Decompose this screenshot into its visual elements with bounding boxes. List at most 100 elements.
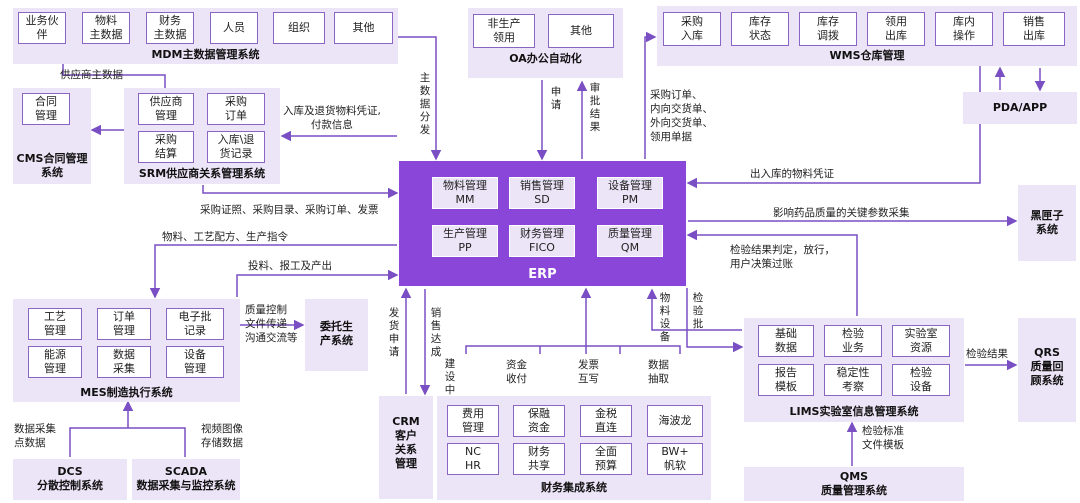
mdm-to-erp-line bbox=[398, 36, 442, 161]
weituo-title: 委托生 产系统 bbox=[320, 320, 353, 347]
blackbox-params-label: 影响药品质量的关键参数采集 bbox=[773, 207, 910, 219]
mes-item[interactable]: 数据 采集 bbox=[97, 346, 151, 378]
mdm-item[interactable]: 其他 bbox=[334, 12, 393, 44]
crm-system bbox=[379, 396, 433, 499]
erp-module-mm[interactable]: 物料管理 MM bbox=[432, 177, 498, 209]
approve-result-label: 审批结果 bbox=[589, 82, 601, 133]
mdm-system bbox=[13, 8, 398, 64]
srm-item[interactable]: 供应商 管理 bbox=[138, 93, 194, 125]
crm-title: CRM 客户 关系 管理 bbox=[392, 415, 420, 470]
quality-ctrl-label: 质量控制 文件传递 沟通交流等 bbox=[245, 304, 298, 344]
erp-module-sd[interactable]: 销售管理 SD bbox=[509, 177, 575, 209]
srm-to-erp-line bbox=[202, 185, 399, 199]
erp-title: ERP bbox=[528, 267, 557, 282]
mes-item[interactable]: 设备 管理 bbox=[166, 346, 224, 378]
finance-item[interactable]: 金税 直连 bbox=[580, 405, 632, 437]
erp-module-pp[interactable]: 生产管理 PP bbox=[432, 225, 498, 257]
finance-item[interactable]: 保融 资金 bbox=[513, 405, 565, 437]
wms-item[interactable]: 库存 状态 bbox=[731, 12, 789, 46]
finance-title: 财务集成系统 bbox=[541, 481, 607, 494]
mdm-item[interactable]: 人员 bbox=[210, 12, 258, 44]
pda-title: PDA/APP bbox=[992, 101, 1048, 114]
finance-item[interactable]: 全面 预算 bbox=[580, 443, 632, 475]
mes-item[interactable]: 订单 管理 bbox=[97, 308, 151, 340]
oa-item[interactable]: 其他 bbox=[548, 14, 614, 48]
mes-item[interactable]: 能源 管理 bbox=[28, 346, 82, 378]
wms-item[interactable]: 采购 入库 bbox=[663, 12, 721, 46]
srm-item[interactable]: 入库\退 货记录 bbox=[207, 131, 265, 163]
srm-item[interactable]: 采购 结算 bbox=[138, 131, 194, 163]
lims-to-erp-material-line bbox=[646, 288, 742, 331]
scada-system bbox=[132, 459, 240, 500]
lims-item[interactable]: 报告 模板 bbox=[758, 364, 814, 396]
oa-title: OA办公自动化 bbox=[509, 52, 582, 65]
finance-item[interactable]: NC HR bbox=[447, 443, 499, 475]
lims-item[interactable]: 稳定性 考察 bbox=[824, 364, 882, 396]
scada-title: SCADA 数据采集与监控系统 bbox=[136, 465, 236, 492]
lims-item[interactable]: 检验 设备 bbox=[892, 364, 950, 396]
erp-module-qm[interactable]: 质量管理 QM bbox=[597, 225, 663, 257]
scada-data-label: 视频图像 存储数据 bbox=[201, 423, 243, 449]
mdm-item[interactable]: 业务伙 伴 bbox=[18, 12, 66, 44]
erp-to-mes-line bbox=[149, 244, 397, 299]
dcs-data-label: 数据采集 点数据 bbox=[14, 423, 56, 449]
crm-sales-label: 销售达成 bbox=[430, 307, 442, 358]
lims-to-erp-line bbox=[686, 229, 858, 316]
wms-orders-label: 采购订单、 内向交货单、 外向交货单、 领用单据 bbox=[650, 89, 713, 143]
dcs-system bbox=[13, 459, 127, 500]
inspect-batch-label: 检验批 bbox=[692, 292, 704, 330]
crm-ship-label: 发货申请 bbox=[388, 307, 400, 358]
data-extract-label: 数据 抽取 bbox=[648, 359, 669, 385]
mes-title: MES制造执行系统 bbox=[80, 386, 173, 399]
erp-module-pm[interactable]: 设备管理 PM bbox=[597, 177, 663, 209]
wms-item[interactable]: 领用 出库 bbox=[867, 12, 925, 46]
mes-material-label: 物料、工艺配方、生产指令 bbox=[162, 231, 288, 243]
lims-item[interactable]: 实验室 资源 bbox=[892, 325, 950, 357]
mdm-title: MDM主数据管理系统 bbox=[151, 48, 260, 61]
erp-to-lims-line bbox=[686, 288, 744, 353]
qms-title: QMS 质量管理系统 bbox=[821, 470, 887, 497]
invoice-label: 发票 互写 bbox=[578, 359, 599, 385]
master-dist-label: 主数据分发 bbox=[419, 72, 431, 136]
wms-item[interactable]: 库存 调拨 bbox=[799, 12, 857, 46]
qrs-system bbox=[1018, 318, 1076, 422]
srm-item[interactable]: 采购 订单 bbox=[207, 93, 265, 125]
mes-item[interactable]: 电子批 记录 bbox=[166, 308, 224, 340]
supplier-master-label: 供应商主数据 bbox=[60, 69, 123, 81]
erp-module-fico[interactable]: 财务管理 FICO bbox=[509, 225, 575, 257]
lims-item[interactable]: 检验 业务 bbox=[824, 325, 882, 357]
srm-title: SRM供应商关系管理系统 bbox=[138, 167, 266, 180]
mes-to-erp-line bbox=[236, 269, 399, 297]
srm-purchase-label: 采购证照、采购目录、采购订单、发票 bbox=[200, 204, 379, 216]
finance-item[interactable]: 海波龙 bbox=[647, 405, 703, 437]
weituo-system bbox=[305, 299, 368, 371]
inout-voucher-label: 出入库的物料凭证 bbox=[750, 168, 834, 180]
finance-item[interactable]: BW+ 帆软 bbox=[647, 443, 703, 475]
cms-item[interactable]: 合同 管理 bbox=[22, 93, 70, 125]
building-label: 建设中 bbox=[444, 358, 456, 396]
oa-item[interactable]: 非生产 领用 bbox=[473, 14, 535, 48]
lims-item[interactable]: 基础 数据 bbox=[758, 325, 814, 357]
mdm-item[interactable]: 组织 bbox=[273, 12, 325, 44]
wms-item[interactable]: 销售 出库 bbox=[1003, 12, 1065, 46]
wms-to-erp-line bbox=[686, 66, 981, 189]
cms-title: CMS合同管理 系统 bbox=[16, 152, 88, 179]
mes-item[interactable]: 工艺 管理 bbox=[28, 308, 82, 340]
mdm-item[interactable]: 物料 主数据 bbox=[82, 12, 130, 44]
finance-item[interactable]: 财务 共享 bbox=[513, 443, 565, 475]
dcs-title: DCS 分散控制系统 bbox=[37, 465, 103, 492]
apply-label: 申请 bbox=[550, 86, 562, 111]
mes-report-label: 投料、报工及产出 bbox=[248, 260, 332, 272]
srm-voucher-label: 入库及退货物料凭证, 付款信息 bbox=[283, 105, 381, 131]
mdm-item[interactable]: 财务 主数据 bbox=[146, 12, 194, 44]
erp-finance-bus bbox=[465, 345, 681, 354]
wms-item[interactable]: 库内 操作 bbox=[935, 12, 993, 46]
qms-std-label: 检验标准 文件模板 bbox=[862, 425, 904, 451]
qrs-result-label: 检验结果 bbox=[966, 348, 1008, 360]
finance-item[interactable]: 费用 管理 bbox=[447, 405, 499, 437]
blackbox-title: 黑匣子 系统 bbox=[1030, 209, 1064, 236]
lims-result-label: 检验结果判定，放行， 用户决策过账 bbox=[730, 244, 835, 270]
lims-title: LIMS实验室信息管理系统 bbox=[789, 405, 919, 418]
blackbox-system bbox=[1018, 185, 1076, 261]
erp-to-wms-line bbox=[644, 31, 657, 159]
